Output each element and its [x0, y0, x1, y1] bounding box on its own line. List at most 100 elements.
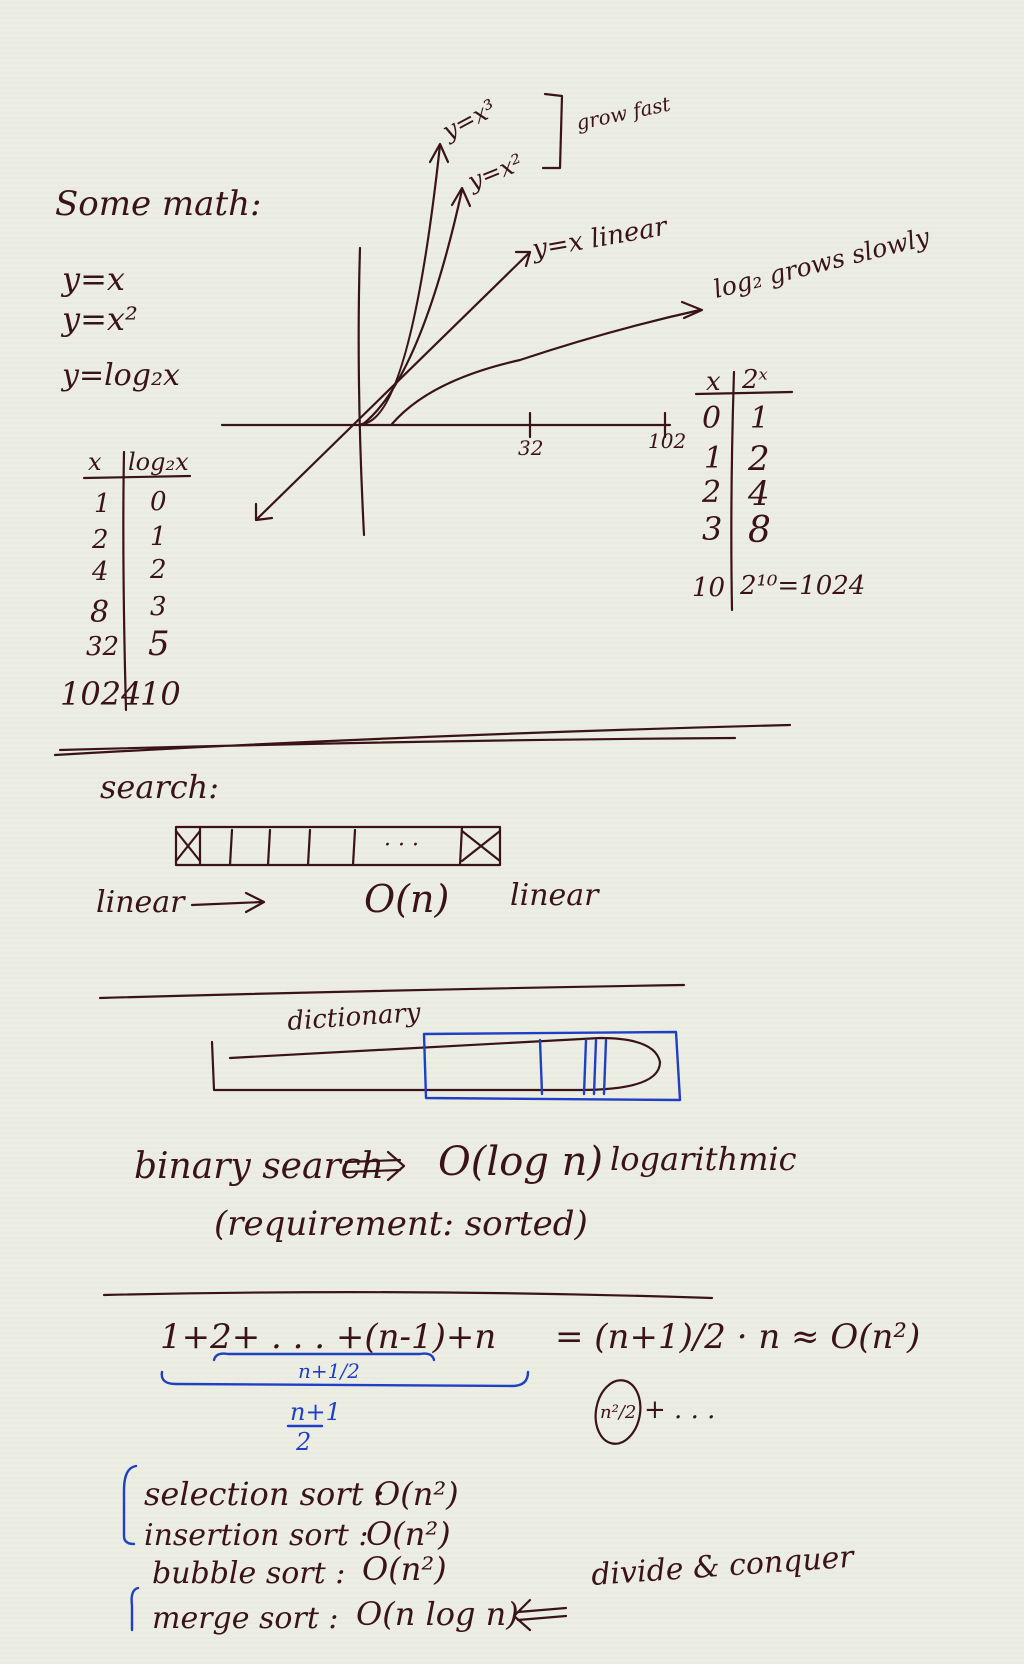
pow-table-x-1: 0 — [702, 401, 721, 436]
grow-fast-bracket — [541, 92, 564, 170]
log-curve — [390, 308, 702, 426]
pow-table-y-4: 8 — [748, 510, 771, 551]
sort-name-bubble: bubble sort : — [152, 1556, 345, 1591]
log-table-divider — [122, 450, 128, 712]
pow-table-y-5: 2¹⁰=1024 — [739, 571, 865, 601]
log-table: x log₂x 1 0 2 1 4 2 8 3 32 5 1024 10 — [60, 448, 192, 713]
pow-table-x-4: 3 — [702, 510, 722, 548]
square-arrow — [450, 186, 472, 208]
linear-arrow-up — [514, 250, 532, 268]
dictionary-label: dictionary — [286, 998, 421, 1037]
search-array-marks — [174, 829, 502, 863]
pow-table-y-3: 4 — [747, 474, 770, 514]
growth-graph: 32 102 y=x³ y=x² grow fast y=x linear lo… — [220, 91, 933, 537]
log-table-x-3: 4 — [91, 557, 109, 587]
math-heading: Some math: — [55, 184, 261, 224]
binary-search-label: binary search — [134, 1146, 384, 1187]
search-linear-label: linear — [96, 885, 186, 920]
cube-curve — [360, 143, 442, 426]
label-log: log₂ grows slowly — [710, 222, 933, 304]
sort-complexity-insertion: O(n²) — [366, 1515, 451, 1553]
log-table-x-1: 1 — [94, 489, 111, 519]
search-complexity-label: linear — [510, 878, 600, 913]
sum-circled-label: n²/2 — [600, 1402, 636, 1423]
pow-table-header-x: x — [706, 367, 721, 397]
section-divider-1 — [53, 723, 792, 757]
log-table-y-2: 1 — [150, 522, 167, 552]
label-grow-fast: grow fast — [574, 91, 673, 135]
dictionary-blue-box — [422, 1030, 682, 1102]
equation-square: y=x² — [60, 300, 138, 338]
pow-table: x 2ˣ 0 1 1 2 2 4 3 8 10 2¹⁰=1024 — [692, 365, 865, 612]
sorts-blue-bracket-top — [122, 1464, 138, 1546]
sum-circled-term — [594, 1379, 642, 1445]
square-curve — [360, 188, 464, 427]
dictionary-drawing — [210, 1030, 682, 1102]
linear-arrow-down — [254, 502, 274, 522]
sort-name-selection: selection sort : — [144, 1475, 384, 1513]
label-cube: y=x³ — [437, 94, 501, 146]
log-table-y-4: 3 — [150, 592, 167, 622]
sort-complexity-bubble: O(n²) — [362, 1550, 447, 1588]
log-table-x-2: 2 — [91, 525, 109, 555]
cube-arrow — [428, 142, 450, 164]
log-table-y-6: 10 — [140, 675, 181, 713]
sort-name-merge: merge sort : — [152, 1601, 339, 1636]
log-table-y-3: 2 — [149, 555, 167, 585]
graph-y-axis — [357, 246, 366, 537]
log-table-x-4: 8 — [90, 595, 109, 630]
sort-complexity-merge: O(n log n) — [356, 1595, 519, 1633]
graph-tick-102: 102 — [648, 429, 686, 453]
label-square: y=x² — [463, 148, 527, 196]
search-heading: search: — [100, 768, 219, 806]
dictionary-blue-splits — [538, 1038, 608, 1096]
binary-search-complexity: O(log n) — [438, 1139, 603, 1185]
equation-log: y=log₂x — [60, 358, 180, 393]
search-array-dots: · · · — [384, 833, 419, 858]
search-array-box — [174, 825, 502, 867]
sort-complexity-selection: O(n²) — [374, 1475, 459, 1513]
binary-search-arrow — [344, 1150, 406, 1182]
pow-table-rule — [694, 390, 794, 396]
label-linear: y=x linear — [529, 211, 671, 265]
sum-outer-brace-den: 2 — [295, 1428, 311, 1456]
sorts-blue-bracket-merge — [130, 1586, 140, 1632]
log-table-x-5: 32 — [86, 632, 119, 662]
pow-table-x-3: 2 — [701, 475, 721, 510]
pow-table-x-5: 10 — [692, 573, 725, 603]
log-arrow — [680, 300, 704, 320]
sum-outer-brace — [160, 1370, 530, 1388]
section-divider-3 — [102, 1291, 714, 1300]
pow-table-y-2: 2 — [747, 439, 770, 479]
binary-search-requirement: (requirement: sorted) — [214, 1204, 588, 1244]
equation-linear: y=x — [60, 260, 125, 298]
search-linear-arrow — [190, 891, 266, 914]
sum-expression: 1+2+ . . . +(n-1)+n — [160, 1317, 496, 1357]
sum-inner-brace-label: n+1/2 — [298, 1359, 360, 1383]
log-table-y-1: 0 — [150, 487, 167, 517]
search-array-cells — [198, 825, 464, 867]
section-divider-2 — [98, 983, 686, 1000]
merge-note: divide & conquer — [590, 1540, 856, 1593]
graph-x-ticks — [528, 411, 667, 439]
sum-equals: = (n+1)/2 · n ≈ O(n²) — [555, 1317, 920, 1357]
log-table-header-logx: log₂x — [128, 448, 189, 476]
sort-name-insertion: insertion sort : — [144, 1518, 368, 1553]
log-table-rule — [82, 474, 192, 480]
sum-trail: + . . . — [644, 1395, 715, 1425]
graph-tick-32: 32 — [518, 436, 543, 460]
search-array: · · · — [174, 825, 502, 867]
sum-outer-brace-label: n+1 — [290, 1398, 341, 1426]
dictionary-book — [210, 1036, 662, 1092]
pow-table-y-1: 1 — [750, 401, 769, 436]
pow-table-x-2: 1 — [704, 441, 723, 476]
pow-table-divider — [730, 370, 736, 612]
log-table-y-5: 5 — [148, 624, 170, 664]
log-table-x-6: 1024 — [60, 675, 141, 713]
binary-search-complexity-label: logarithmic — [610, 1140, 797, 1178]
search-complexity: O(n) — [364, 877, 449, 921]
log-table-header-x: x — [88, 448, 102, 476]
pow-table-header-2x: 2ˣ — [741, 365, 768, 395]
merge-note-arrow — [512, 1598, 568, 1632]
